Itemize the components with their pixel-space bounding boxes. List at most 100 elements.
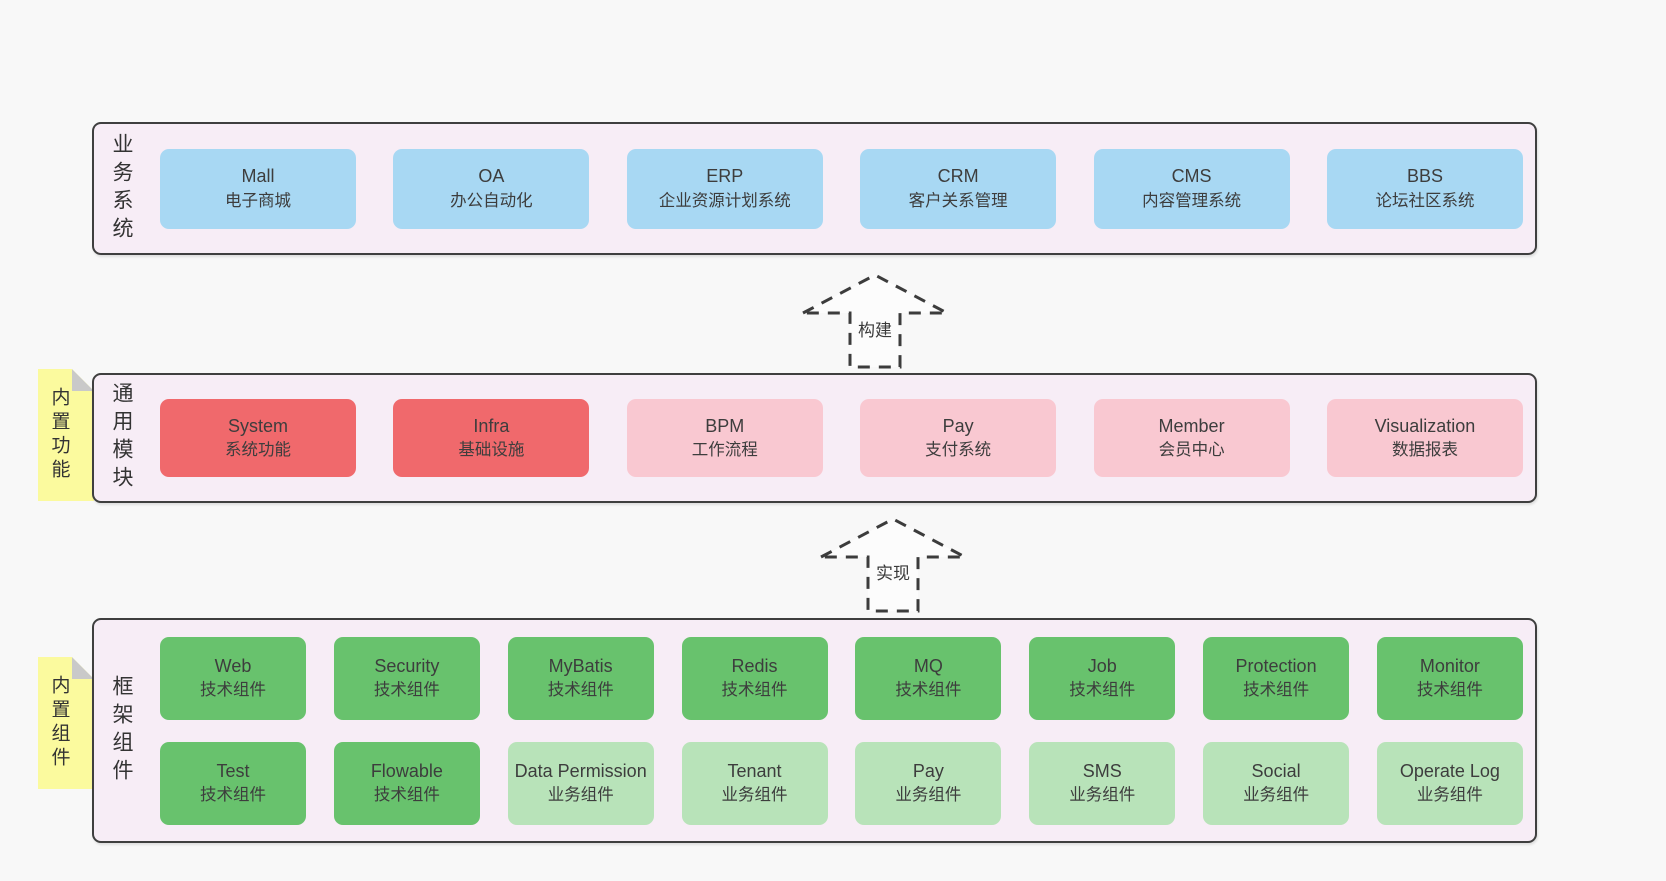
box-title-en: Flowable: [370, 760, 443, 781]
box-title-en: Infra: [473, 415, 510, 436]
box-data-permission: Data Permission 业务组件: [507, 741, 654, 825]
box-title-zh: 技术组件: [200, 786, 266, 805]
box-title-en: Test: [216, 760, 250, 781]
box-title-en: Pay: [942, 415, 974, 436]
box-title-zh: 技术组件: [200, 681, 266, 700]
box-job: Job 技术组件: [1029, 636, 1176, 720]
box-crm: CRM 客户关系管理: [860, 148, 1057, 229]
box-title-zh: 业务组件: [1243, 786, 1310, 805]
box-title-zh: 技术组件: [1243, 681, 1310, 700]
box-title-zh: 业务组件: [895, 786, 962, 805]
box-title-en: Web: [214, 655, 252, 676]
box-title-en: MQ: [913, 655, 943, 676]
box-title-en: BBS: [1406, 166, 1443, 187]
box-tenant: Tenant 业务组件: [681, 741, 828, 825]
folded-corner-icon: [72, 657, 94, 679]
layer-common-modules: 通用模块 System 系统功能 Infra 基础设施 BPM 工作流程 Pay…: [92, 373, 1537, 503]
box-title-zh: 内容管理系统: [1142, 191, 1242, 210]
box-title-zh: 电子商城: [225, 191, 291, 210]
box-title-zh: 技术组件: [547, 681, 614, 700]
box-title-en: SMS: [1082, 760, 1122, 781]
box-title-en: Protection: [1235, 655, 1317, 676]
framework-box-row-1: Web 技术组件 Security 技术组件 MyBatis 技术组件 Redi…: [160, 636, 1523, 720]
business-box-row: Mall 电子商城 OA 办公自动化 ERP 企业资源计划系统 CRM 客户关系…: [160, 148, 1523, 229]
build-arrow-label: 构建: [855, 316, 895, 341]
box-title-en: Job: [1087, 655, 1117, 676]
box-redis: Redis 技术组件: [681, 636, 828, 720]
box-title-en: CRM: [937, 166, 979, 187]
layer-business-systems: 业务系统 Mall 电子商城 OA 办公自动化 ERP 企业资源计划系统 CRM…: [92, 122, 1537, 255]
box-title-zh: 企业资源计划系统: [658, 191, 791, 210]
box-security: Security 技术组件: [333, 636, 480, 720]
box-title-zh: 论坛社区系统: [1375, 191, 1475, 210]
framework-rows: Web 技术组件 Security 技术组件 MyBatis 技术组件 Redi…: [160, 636, 1523, 825]
box-title-en: MyBatis: [548, 655, 613, 676]
box-title-en: Mall: [241, 166, 275, 187]
box-member: Member 会员中心: [1093, 399, 1290, 477]
layer-framework-components: 框架组件 Web 技术组件 Security 技术组件 MyBatis 技术组件…: [92, 618, 1537, 843]
box-protection: Protection 技术组件: [1203, 636, 1350, 720]
box-title-en: Data Permission: [514, 760, 647, 781]
box-title-en: Monitor: [1419, 655, 1480, 676]
folded-corner-icon: [72, 369, 94, 391]
box-title-zh: 技术组件: [721, 681, 788, 700]
box-mall: Mall 电子商城: [160, 148, 356, 229]
box-title-zh: 办公自动化: [450, 191, 533, 210]
box-title-en: BPM: [705, 415, 745, 436]
box-title-zh: 会员中心: [1158, 441, 1225, 460]
box-title-en: Pay: [912, 760, 944, 781]
box-title-zh: 基础设施: [458, 441, 525, 460]
box-title-zh: 业务组件: [721, 786, 788, 805]
box-title-zh: 技术组件: [373, 681, 440, 700]
box-mybatis: MyBatis 技术组件: [507, 636, 654, 720]
box-operate-log: Operate Log 业务组件: [1376, 741, 1523, 825]
box-title-en: Social: [1251, 760, 1301, 781]
box-title-en: CMS: [1171, 166, 1212, 187]
box-title-en: Tenant: [727, 760, 782, 781]
box-title-zh: 客户关系管理: [908, 191, 1008, 210]
box-title-en: Member: [1158, 415, 1225, 436]
box-pay: Pay 支付系统: [860, 399, 1057, 477]
box-title-zh: 工作流程: [691, 441, 758, 460]
box-monitor: Monitor 技术组件: [1376, 636, 1523, 720]
box-title-zh: 技术组件: [373, 786, 440, 805]
box-pay-component: Pay 业务组件: [855, 741, 1002, 825]
box-bpm: BPM 工作流程: [626, 399, 823, 477]
box-test: Test 技术组件: [160, 741, 306, 825]
box-web: Web 技术组件: [160, 636, 306, 720]
box-oa: OA 办公自动化: [393, 148, 590, 229]
box-sms: SMS 业务组件: [1029, 741, 1176, 825]
note-text: 内置功能: [48, 387, 70, 483]
sticky-note-builtin-features: 内置功能: [38, 369, 94, 501]
box-title-zh: 数据报表: [1391, 441, 1458, 460]
box-title-zh: 技术组件: [895, 681, 962, 700]
box-title-en: OA: [478, 166, 505, 187]
box-title-zh: 业务组件: [1416, 786, 1483, 805]
box-title-zh: 技术组件: [1069, 681, 1136, 700]
box-title-en: Operate Log: [1399, 760, 1500, 781]
layer-label-business: 业务系统: [110, 132, 133, 245]
box-title-zh: 业务组件: [547, 786, 614, 805]
box-title-zh: 支付系统: [925, 441, 992, 460]
box-erp: ERP 企业资源计划系统: [626, 148, 823, 229]
framework-box-row-2: Test 技术组件 Flowable 技术组件 Data Permission …: [160, 741, 1523, 825]
box-title-en: Visualization: [1374, 415, 1476, 436]
box-mq: MQ 技术组件: [855, 636, 1002, 720]
box-flowable: Flowable 技术组件: [333, 741, 480, 825]
layer-label-framework: 框架组件: [110, 674, 133, 787]
modules-box-row: System 系统功能 Infra 基础设施 BPM 工作流程 Pay 支付系统…: [160, 399, 1523, 477]
box-bbs: BBS 论坛社区系统: [1326, 148, 1523, 229]
box-title-en: Security: [374, 655, 440, 676]
implement-arrow-label: 实现: [873, 559, 913, 584]
box-visualization: Visualization 数据报表: [1326, 399, 1523, 477]
box-title-zh: 业务组件: [1069, 786, 1136, 805]
box-cms: CMS 内容管理系统: [1093, 148, 1290, 229]
box-title-en: System: [227, 415, 288, 436]
box-title-en: Redis: [731, 655, 778, 676]
box-infra: Infra 基础设施: [393, 399, 590, 477]
note-text: 内置组件: [48, 675, 70, 771]
box-title-zh: 技术组件: [1416, 681, 1483, 700]
layer-label-modules: 通用模块: [110, 382, 133, 494]
box-system: System 系统功能: [160, 399, 356, 477]
